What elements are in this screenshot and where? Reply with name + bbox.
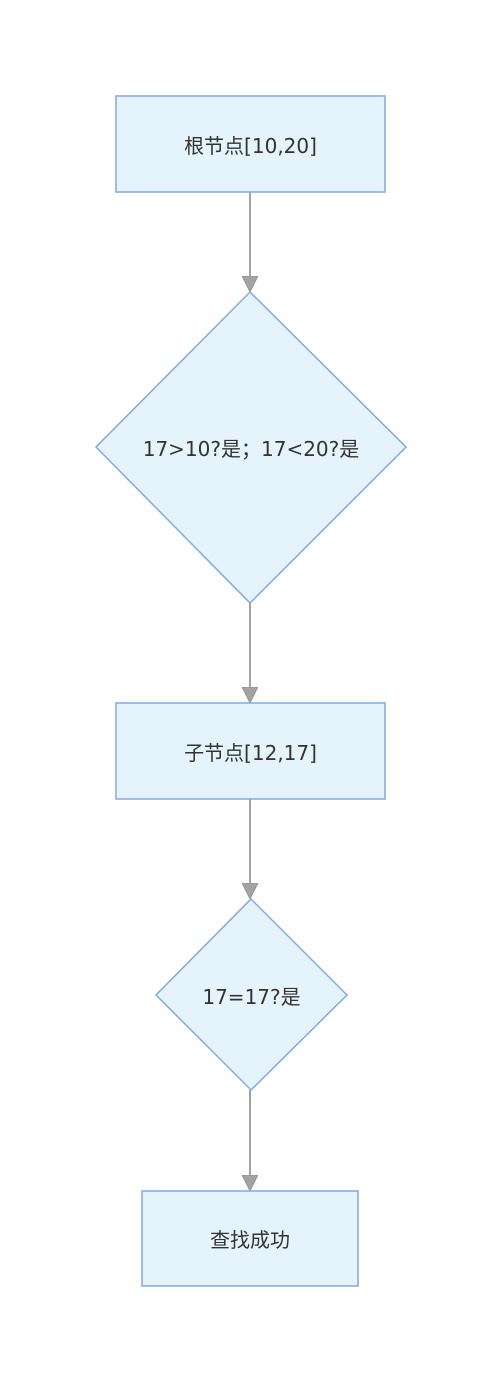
node-success-box bbox=[141, 1190, 359, 1287]
node-check2-diamond bbox=[154, 897, 349, 1092]
node-check2-label: 17=17?是 bbox=[202, 984, 301, 1009]
node-root-label: 根节点[10,20] bbox=[184, 133, 317, 158]
node-check1-label: 17>10?是；17<20?是 bbox=[142, 436, 360, 461]
node-check1-diamond bbox=[94, 290, 408, 605]
node-success-label: 查找成功 bbox=[210, 1228, 290, 1252]
node-child-label: 子节点[12,17] bbox=[184, 740, 317, 765]
node-child-box bbox=[115, 702, 386, 800]
node-root-box bbox=[115, 95, 386, 193]
